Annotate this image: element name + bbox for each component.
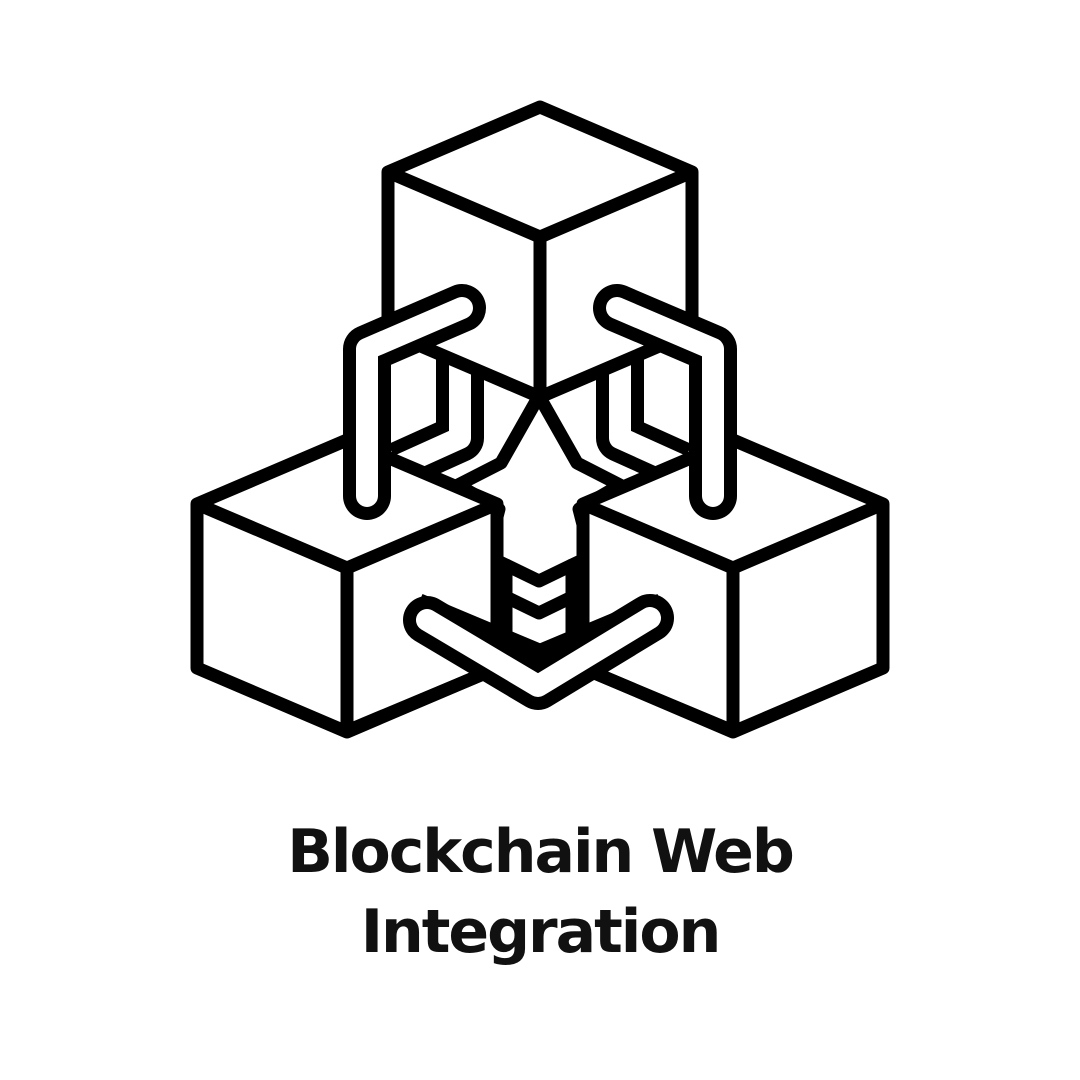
left-chain-front-link (343, 284, 486, 520)
bottom-right-cube (576, 433, 890, 739)
caption: Blockchain Web Integration (0, 812, 1080, 972)
caption-line-1: Blockchain Web (287, 817, 795, 887)
left-chain-back-link (388, 336, 484, 488)
blockchain-cubes-chain-icon (190, 100, 890, 739)
bottom-chain-link (403, 594, 674, 710)
right-chain-front-link (593, 284, 737, 520)
caption-line-2: Integration (360, 897, 722, 967)
bottom-left-cube (190, 433, 504, 739)
right-chain-back-link (596, 336, 692, 488)
top-cube (381, 100, 699, 404)
chevron-1 (503, 559, 575, 588)
blockchain-icon (190, 100, 890, 739)
chevron-2 (503, 591, 575, 620)
